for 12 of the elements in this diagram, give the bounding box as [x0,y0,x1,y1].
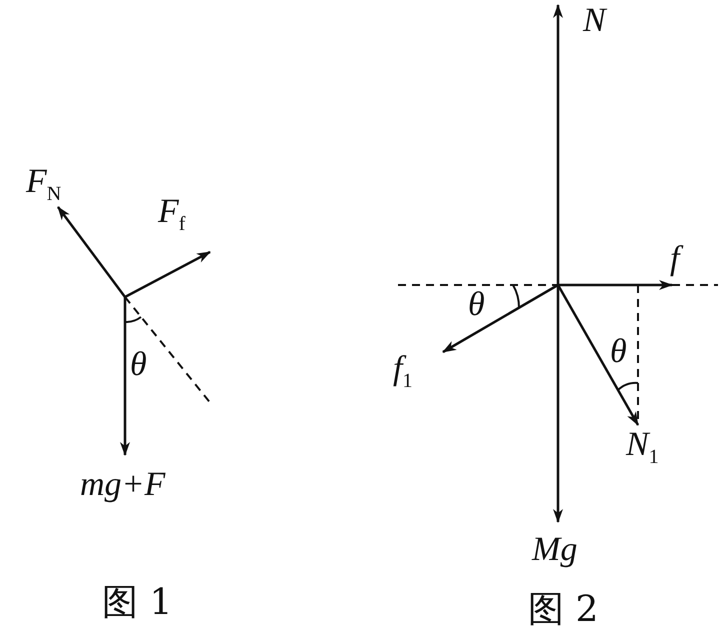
force-label: f$_{1}$ [393,352,412,391]
angle-label: θ [130,348,147,382]
force-label: mg+F [80,468,166,502]
angle-label: θ [468,288,485,322]
force-label: F$_{f}$ [158,195,186,234]
force-label: F$_{N}$ [26,165,62,204]
angle-label: θ [610,335,627,369]
figure-caption: 图 2 [528,592,598,628]
force-label: Mg [532,533,578,567]
force-label: N$_{1}$ [626,428,659,467]
force-label: N [583,4,606,38]
figure-caption: 图 1 [102,585,172,621]
